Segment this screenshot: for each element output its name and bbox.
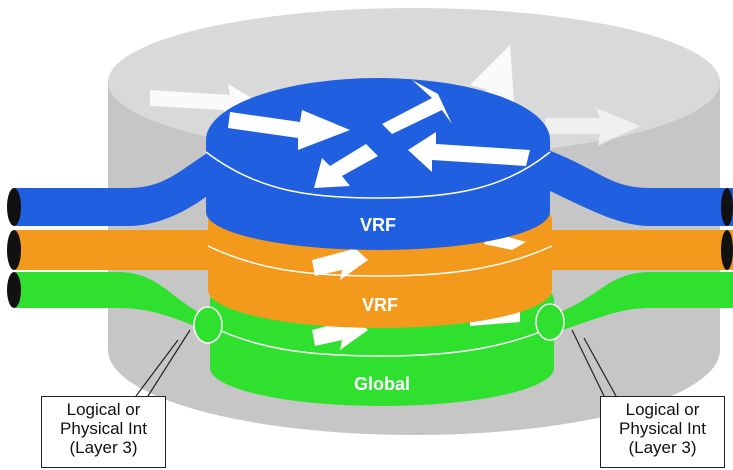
interface-pipes-left bbox=[7, 150, 218, 332]
callout-left-line3: (Layer 3) bbox=[69, 438, 138, 457]
interface-markers bbox=[193, 303, 565, 344]
disk-label-vrf-orange: VRF bbox=[362, 295, 398, 315]
callout-right-line3: (Layer 3) bbox=[628, 438, 697, 457]
routing-arrows bbox=[228, 80, 530, 188]
callout-left-line1: Logical or bbox=[66, 400, 141, 419]
interface-pipes-right bbox=[540, 150, 733, 332]
callout-right-interface: Logical or Physical Int (Layer 3) bbox=[600, 396, 725, 468]
callout-leaders bbox=[135, 329, 617, 397]
callout-left-line2: Physical Int bbox=[60, 419, 147, 438]
disk-label-global: Global bbox=[354, 374, 410, 394]
callout-left-interface: Logical or Physical Int (Layer 3) bbox=[41, 396, 166, 468]
disk-label-vrf-blue: VRF bbox=[360, 215, 396, 235]
disk-vrf-blue: VRF bbox=[205, 78, 551, 250]
callout-right-line2: Physical Int bbox=[619, 419, 706, 438]
callout-right-line1: Logical or bbox=[625, 400, 700, 419]
